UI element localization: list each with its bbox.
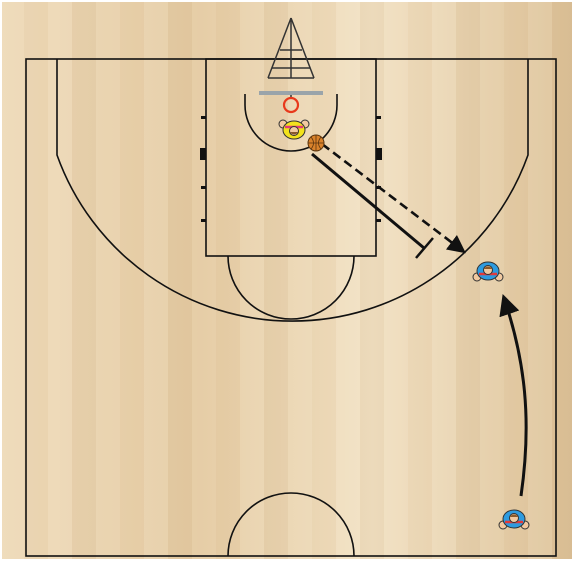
basketball-icon <box>308 135 324 151</box>
backboard <box>259 91 323 95</box>
